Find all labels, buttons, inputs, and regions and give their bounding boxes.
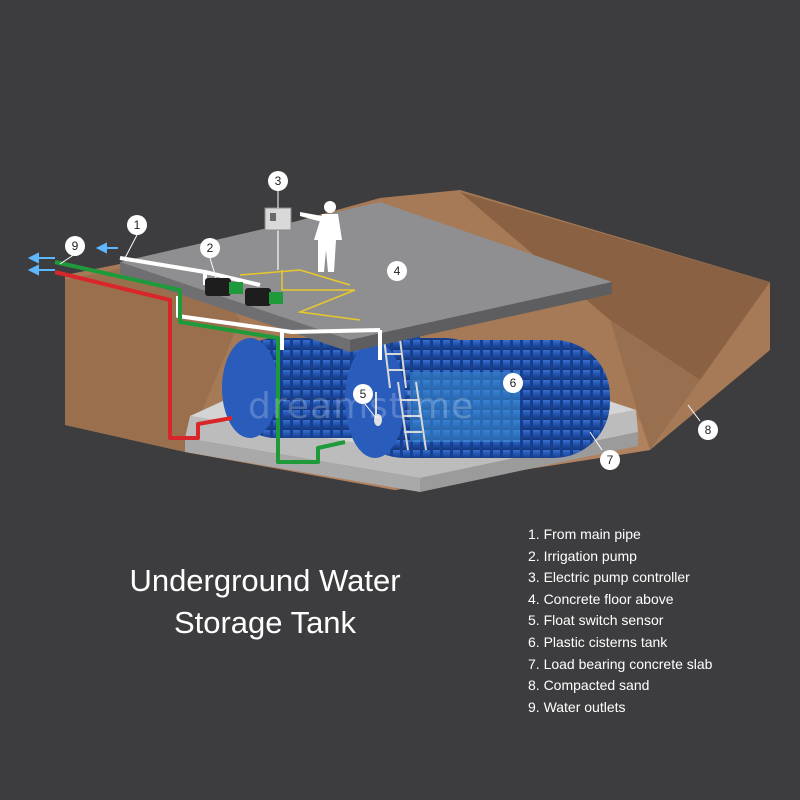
legend-item: 1. From main pipe <box>528 526 641 542</box>
svg-text:5: 5 <box>360 387 367 401</box>
water-outlet-arrows <box>27 242 118 276</box>
title-line-2: Storage Tank <box>173 605 357 640</box>
callout-2: 2 <box>200 238 220 258</box>
svg-text:2: 2 <box>207 241 214 255</box>
worker-figure <box>300 201 342 272</box>
callout-6: 6 <box>503 373 523 393</box>
concrete-floor-above <box>120 202 612 352</box>
legend-item: 6. Plastic cisterns tank <box>528 633 668 650</box>
outlet-pipe-red <box>54 270 233 440</box>
legend-item: 4. Concrete floor above <box>528 590 674 607</box>
legend-item: 2. Irrigation pump <box>528 547 637 564</box>
svg-text:3: 3 <box>275 174 282 188</box>
legend-item: 7. Load bearing concrete slab <box>528 655 713 672</box>
electric-pump-controller <box>264 207 292 270</box>
callout-4: 4 <box>387 261 407 281</box>
svg-text:8: 8 <box>705 423 712 437</box>
svg-text:7: 7 <box>607 453 614 467</box>
callout-3: 3 <box>268 171 288 191</box>
leader-lines <box>59 191 701 451</box>
legend-list: 1. From main pipe 2. Irrigation pump 3. … <box>528 524 712 718</box>
callout-7: 7 <box>600 450 620 470</box>
legend-item: 5. Float switch sensor <box>528 612 664 629</box>
float-switch-sensor <box>374 392 382 426</box>
svg-text:9: 9 <box>72 239 79 253</box>
control-wiring-2 <box>239 269 351 286</box>
irrigation-pump-1 <box>205 278 243 296</box>
irrigation-pump-2 <box>245 288 283 306</box>
legend-item: 9. Water outlets <box>528 698 626 715</box>
svg-text:4: 4 <box>394 264 401 278</box>
legend-item: 8. Compacted sand <box>528 677 650 694</box>
callout-9: 9 <box>65 236 85 256</box>
callout-5: 5 <box>353 384 373 404</box>
callout-1: 1 <box>127 215 147 235</box>
diagram-title: Underground Water Storage Tank <box>80 560 450 644</box>
title-line-1: Underground Water <box>129 563 401 598</box>
control-wiring <box>281 270 361 321</box>
legend-item: 3. Electric pump controller <box>528 569 690 586</box>
svg-text:6: 6 <box>510 376 517 390</box>
svg-text:1: 1 <box>134 218 141 232</box>
watermark-text: dreamstime <box>248 386 475 427</box>
callout-8: 8 <box>698 420 718 440</box>
outlet-pipe-green <box>54 260 346 464</box>
